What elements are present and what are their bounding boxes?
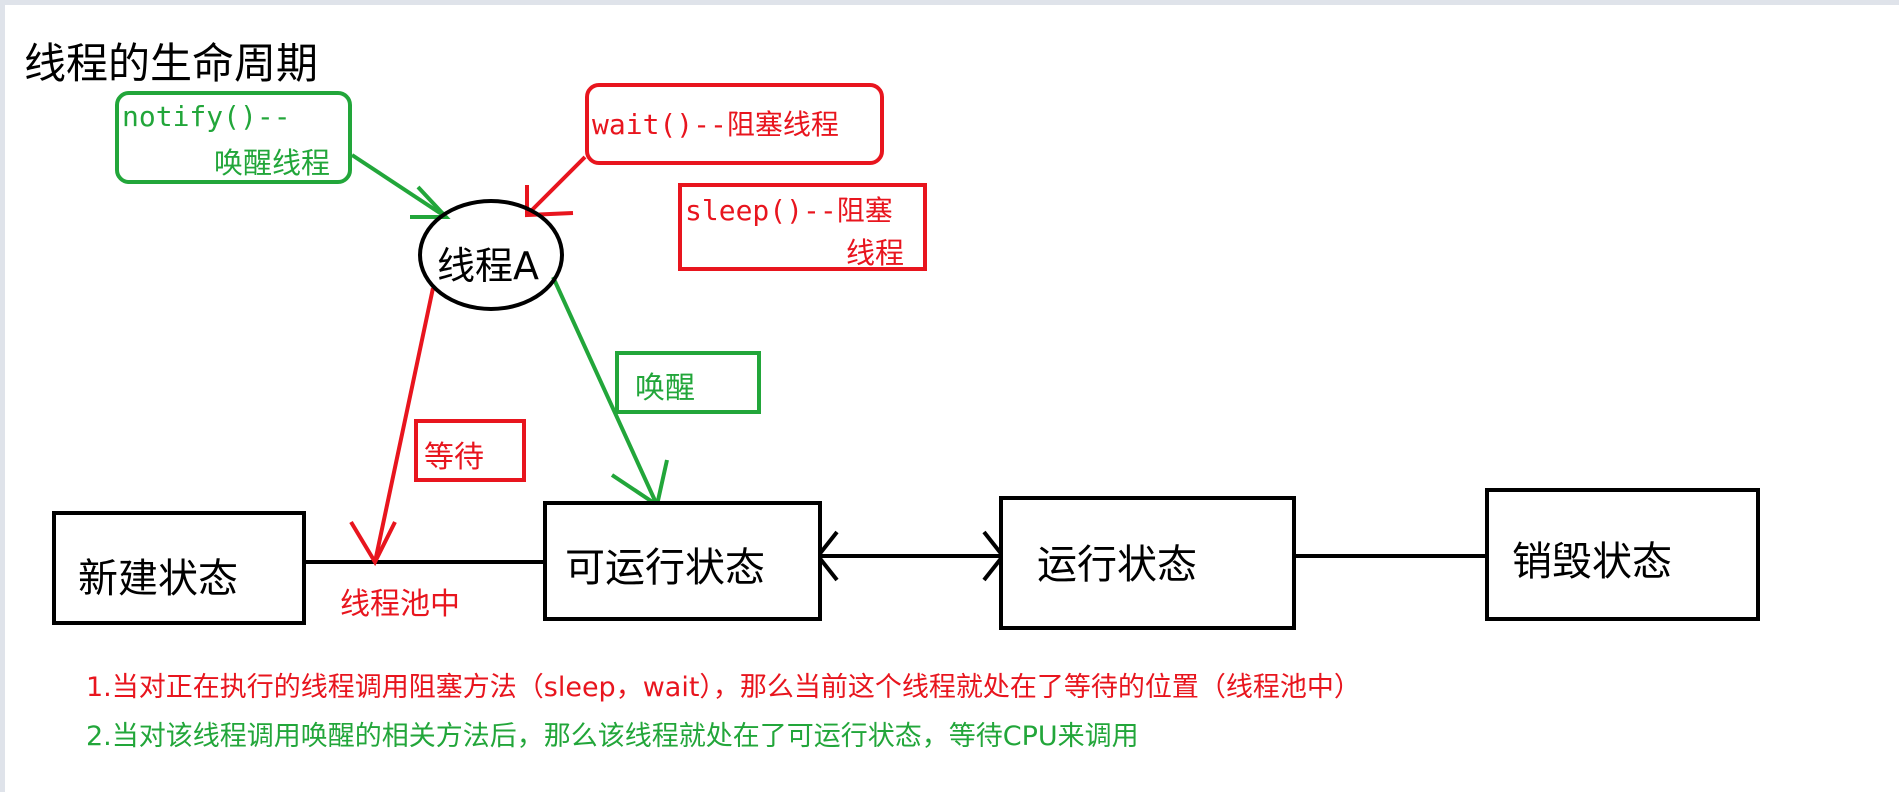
state-destroyed [1485,488,1760,621]
note-2: 2.当对该线程调用唤醒的相关方法后，那么该线程就处在了可运行状态，等待CPU来调… [86,721,1139,752]
thread-label: 线程A [437,244,539,288]
window-top-border [0,0,1899,5]
thread-node [418,199,564,311]
wake-label-box [615,351,761,414]
state-new [52,511,306,625]
notify-callout-line2: 唤醒线程 [214,146,331,180]
window-left-border [0,0,5,792]
wait-label: 等待 [424,440,484,475]
sleep-callout [678,183,927,271]
notify-arrowhead [410,185,451,219]
waiting-arrow [373,287,435,563]
wake-arrow [551,276,659,506]
page-title: 线程的生命周期 [24,39,319,88]
notify-arrow [350,153,448,219]
state-running-label: 运行状态 [1037,542,1197,588]
notify-callout-line1: notify()-- [122,100,291,133]
sleep-callout-line1: sleep()--阻塞 [685,194,893,227]
state-runnable-label: 可运行状态 [565,545,765,591]
notify-callout [115,91,352,184]
state-running [999,496,1296,630]
note-1: 1.当对正在执行的线程调用阻塞方法（sleep，wait），那么当前这个线程就处… [86,672,1361,703]
wait-label-box [414,419,526,482]
thread-pool-label: 线程池中 [340,587,460,622]
state-destroyed-label: 销毁状态 [1512,539,1672,585]
wake-label: 唤醒 [635,371,695,406]
sleep-callout-line2: 线程 [846,236,905,270]
state-runnable [543,501,822,621]
wait-callout [585,83,884,165]
waiting-arrowhead [349,520,397,567]
wait-arrow [525,155,587,217]
wait-callout-text: wait()--阻塞线程 [592,108,839,141]
state-new-label: 新建状态 [78,556,238,602]
